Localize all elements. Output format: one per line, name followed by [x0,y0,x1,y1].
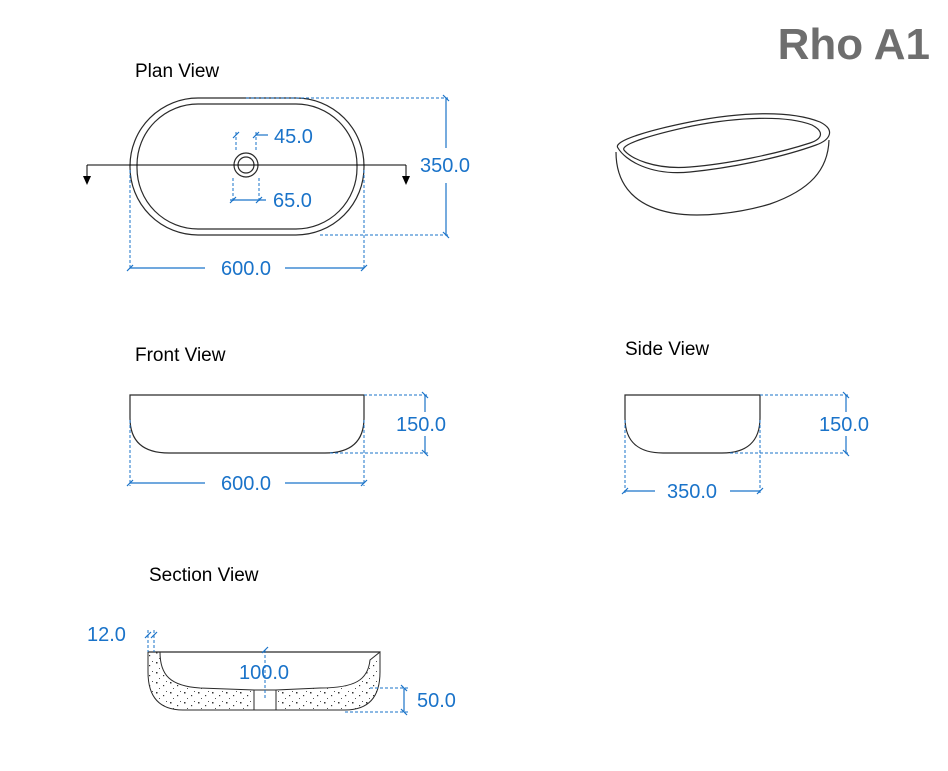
plan-depth-dim: 350.0 [420,155,470,177]
section-view-label: Section View [149,565,259,586]
section-view-drawing [147,650,381,711]
section-wall-dim: 12.0 [87,624,126,646]
front-dimensions: 150.0 600.0 [126,391,446,495]
isometric-view [615,113,831,216]
side-depth-dim: 350.0 [667,481,717,503]
front-view-label: Front View [135,345,226,366]
plan-view-drawing [83,97,410,236]
section-arrowhead-left [83,176,91,185]
side-dimensions: 150.0 350.0 [621,391,869,503]
basin-outer-rim [129,97,365,236]
product-title: Rho A1 [778,20,930,69]
plan-view-label: Plan View [135,61,219,82]
basin-inner-rim [136,103,358,230]
hole-dim-45: 45.0 [274,126,313,148]
plan-width-dim: 600.0 [221,258,271,280]
side-height-dim: 150.0 [819,414,869,436]
section-base-dim: 50.0 [417,690,456,712]
plan-dimensions: 45.0 65.0 350.0 600.0 [126,94,470,280]
side-view-label: Side View [625,339,709,360]
section-center-dim: 100.0 [239,662,289,684]
front-view-drawing [129,394,365,454]
hole-dim-65: 65.0 [273,190,312,212]
section-dimensions: 12.0 100.0 50.0 [87,624,456,716]
front-width-dim: 600.0 [221,473,271,495]
front-height-dim: 150.0 [396,414,446,436]
section-arrowhead-right [402,176,410,185]
side-view-drawing [624,394,761,454]
